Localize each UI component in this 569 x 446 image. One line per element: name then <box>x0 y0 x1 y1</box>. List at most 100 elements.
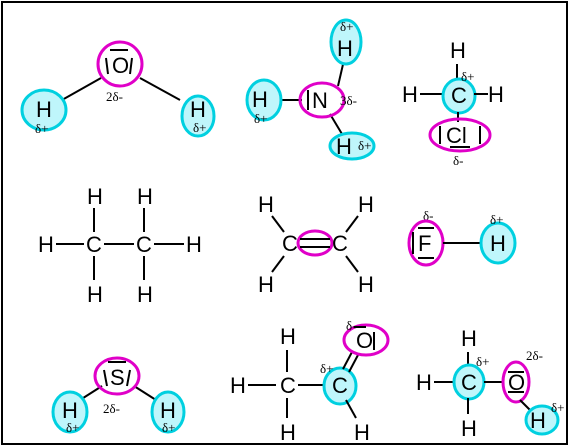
charge-label: 2δ- <box>103 401 120 416</box>
atom-carbon: C <box>282 231 298 256</box>
atom-carbon: C <box>136 232 152 257</box>
atom-carbon: C <box>461 370 477 395</box>
lone-pair <box>129 57 133 75</box>
highlight-oxygen <box>342 323 390 357</box>
highlight-hydrogen <box>180 94 216 138</box>
charge-label: δ+ <box>490 212 503 227</box>
atom-hydrogen: H <box>186 232 202 257</box>
atom-hydrogen: H <box>530 408 546 433</box>
atom-hydrogen: H <box>450 38 466 63</box>
highlight-chlorine <box>428 117 492 153</box>
atom-hydrogen: H <box>230 373 246 398</box>
molecule-water: O 2δ- H δ+ H δ+ <box>20 40 216 138</box>
bond <box>271 255 285 273</box>
charge-label: δ+ <box>66 420 79 435</box>
molecule-hydrogen-fluoride: δ- F δ+ H <box>407 208 517 267</box>
atom-hydrogen: H <box>354 420 370 445</box>
molecule-chloromethane: H H C δ+ H Cl δ- <box>402 38 504 168</box>
atom-hydrogen: H <box>190 97 206 122</box>
atom-hydrogen: H <box>62 398 78 423</box>
atom-hydrogen: H <box>137 282 153 307</box>
charge-label: 3δ- <box>340 93 357 108</box>
atom-oxygen: O <box>356 328 373 353</box>
charge-label: δ+ <box>162 420 175 435</box>
molecule-methanol: H δ+ H C H 2δ- O H δ+ <box>416 326 564 441</box>
atom-carbon: C <box>280 373 296 398</box>
highlight-hydrogen <box>479 221 517 265</box>
highlight-hydrogen <box>329 18 363 66</box>
atom-hydrogen: H <box>258 272 274 297</box>
atom-sulfur: S <box>110 365 125 390</box>
atom-hydrogen: H <box>461 326 477 351</box>
atom-hydrogen: H <box>490 231 506 256</box>
molecule-ethylene: H H C C H H <box>258 192 374 297</box>
highlight-carbon <box>322 366 358 406</box>
atom-oxygen: O <box>508 370 525 395</box>
highlight-sulfur <box>93 356 141 396</box>
charge-label: δ+ <box>358 138 371 153</box>
atom-hydrogen: H <box>337 36 353 61</box>
highlight-double-bond <box>296 229 334 257</box>
charge-label: δ- <box>346 318 356 333</box>
bond <box>329 113 343 135</box>
atom-hydrogen: H <box>137 184 153 209</box>
atom-chlorine: Cl <box>446 123 467 148</box>
atom-oxygen: O <box>112 53 129 78</box>
bond <box>345 399 357 419</box>
atom-hydrogen: H <box>38 232 54 257</box>
atom-hydrogen: H <box>252 87 268 112</box>
atom-fluorine: F <box>418 231 431 256</box>
charge-label: δ+ <box>461 69 474 84</box>
charge-label: δ+ <box>551 400 564 415</box>
charge-label: δ- <box>453 153 463 168</box>
atom-hydrogen: H <box>280 324 296 349</box>
charge-label: δ+ <box>193 120 206 135</box>
atom-hydrogen: H <box>416 370 432 395</box>
charge-label: δ+ <box>254 111 267 126</box>
lone-pair <box>103 369 108 387</box>
bond <box>271 215 285 233</box>
atom-carbon: C <box>332 231 348 256</box>
bond-o-h-right <box>139 77 181 101</box>
charge-label: δ+ <box>340 19 353 34</box>
atom-hydrogen: H <box>87 282 103 307</box>
atom-hydrogen: H <box>358 272 374 297</box>
bond <box>133 385 157 401</box>
atom-carbon: C <box>86 232 102 257</box>
atom-carbon: C <box>332 373 348 398</box>
charge-label: δ+ <box>35 121 48 136</box>
molecule-ethane: H H H C C H H H <box>38 184 202 307</box>
highlight-hydrogen <box>245 78 283 122</box>
atom-hydrogen: H <box>160 398 176 423</box>
molecule-hydrogen-sulfide: S 2δ- H δ+ H δ+ <box>51 356 186 435</box>
charge-label: δ- <box>423 208 433 223</box>
atom-hydrogen: H <box>336 134 352 159</box>
atom-hydrogen: H <box>461 416 477 441</box>
bond <box>345 215 359 233</box>
atom-hydrogen: H <box>87 184 103 209</box>
atom-hydrogen: H <box>258 192 274 217</box>
bond <box>345 255 359 273</box>
highlight-oxygen <box>501 360 531 404</box>
atom-hydrogen: H <box>358 192 374 217</box>
charge-label: δ+ <box>476 354 489 369</box>
highlight-oxygen <box>96 40 144 88</box>
lone-pair <box>105 57 109 75</box>
atom-hydrogen: H <box>488 82 504 107</box>
charge-label: 2δ- <box>526 348 543 363</box>
molecule-acetaldehyde: H H C H δ+ C δ- O H <box>230 318 390 445</box>
lone-pair <box>126 369 131 387</box>
charge-label: 2δ- <box>106 89 123 104</box>
double-bond <box>342 351 353 370</box>
atom-carbon: C <box>451 83 467 108</box>
double-bond <box>348 354 359 373</box>
bond-o-h-left <box>61 77 102 101</box>
atom-hydrogen: H <box>402 82 418 107</box>
highlight-hydrogen <box>524 404 560 436</box>
atom-hydrogen: H <box>280 420 296 445</box>
highlight-hydrogen <box>150 390 186 434</box>
highlight-hydrogen <box>328 131 376 161</box>
